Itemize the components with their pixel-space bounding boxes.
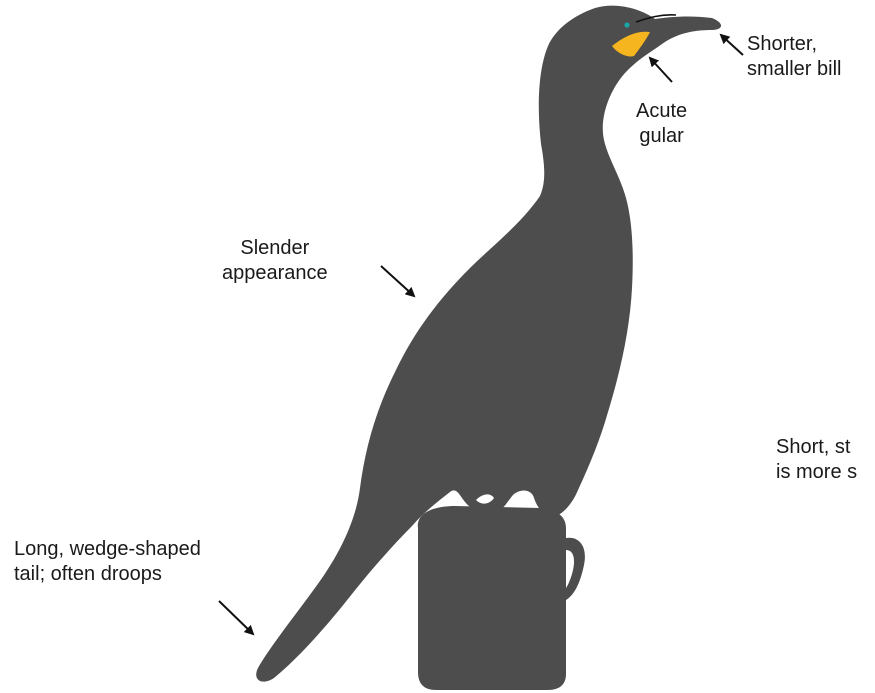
label-tail-line2: tail; often droops [14,562,201,587]
arrow-bill [721,35,743,55]
label-gular-line2: gular [636,124,687,149]
label-gular: Acute gular [636,99,687,149]
arrow-gular [650,58,672,82]
label-bill-line2: smaller bill [747,57,841,82]
eye-icon [624,22,629,27]
label-bill: Shorter, smaller bill [747,32,841,82]
label-tail-line1: Long, wedge-shaped [14,537,201,562]
label-slender: Slender appearance [222,236,328,286]
label-slender-line1: Slender [222,236,328,261]
perch-post [418,506,585,690]
arrow-slender [381,266,414,296]
label-tail: Long, wedge-shaped tail; often droops [14,537,201,587]
arrow-tail [219,601,253,634]
label-short-line1: Short, st [776,435,857,460]
label-slender-line2: appearance [222,261,328,286]
label-bill-line1: Shorter, [747,32,841,57]
label-short: Short, st is more s [776,435,857,485]
label-gular-line1: Acute [636,99,687,124]
label-short-line2: is more s [776,460,857,485]
